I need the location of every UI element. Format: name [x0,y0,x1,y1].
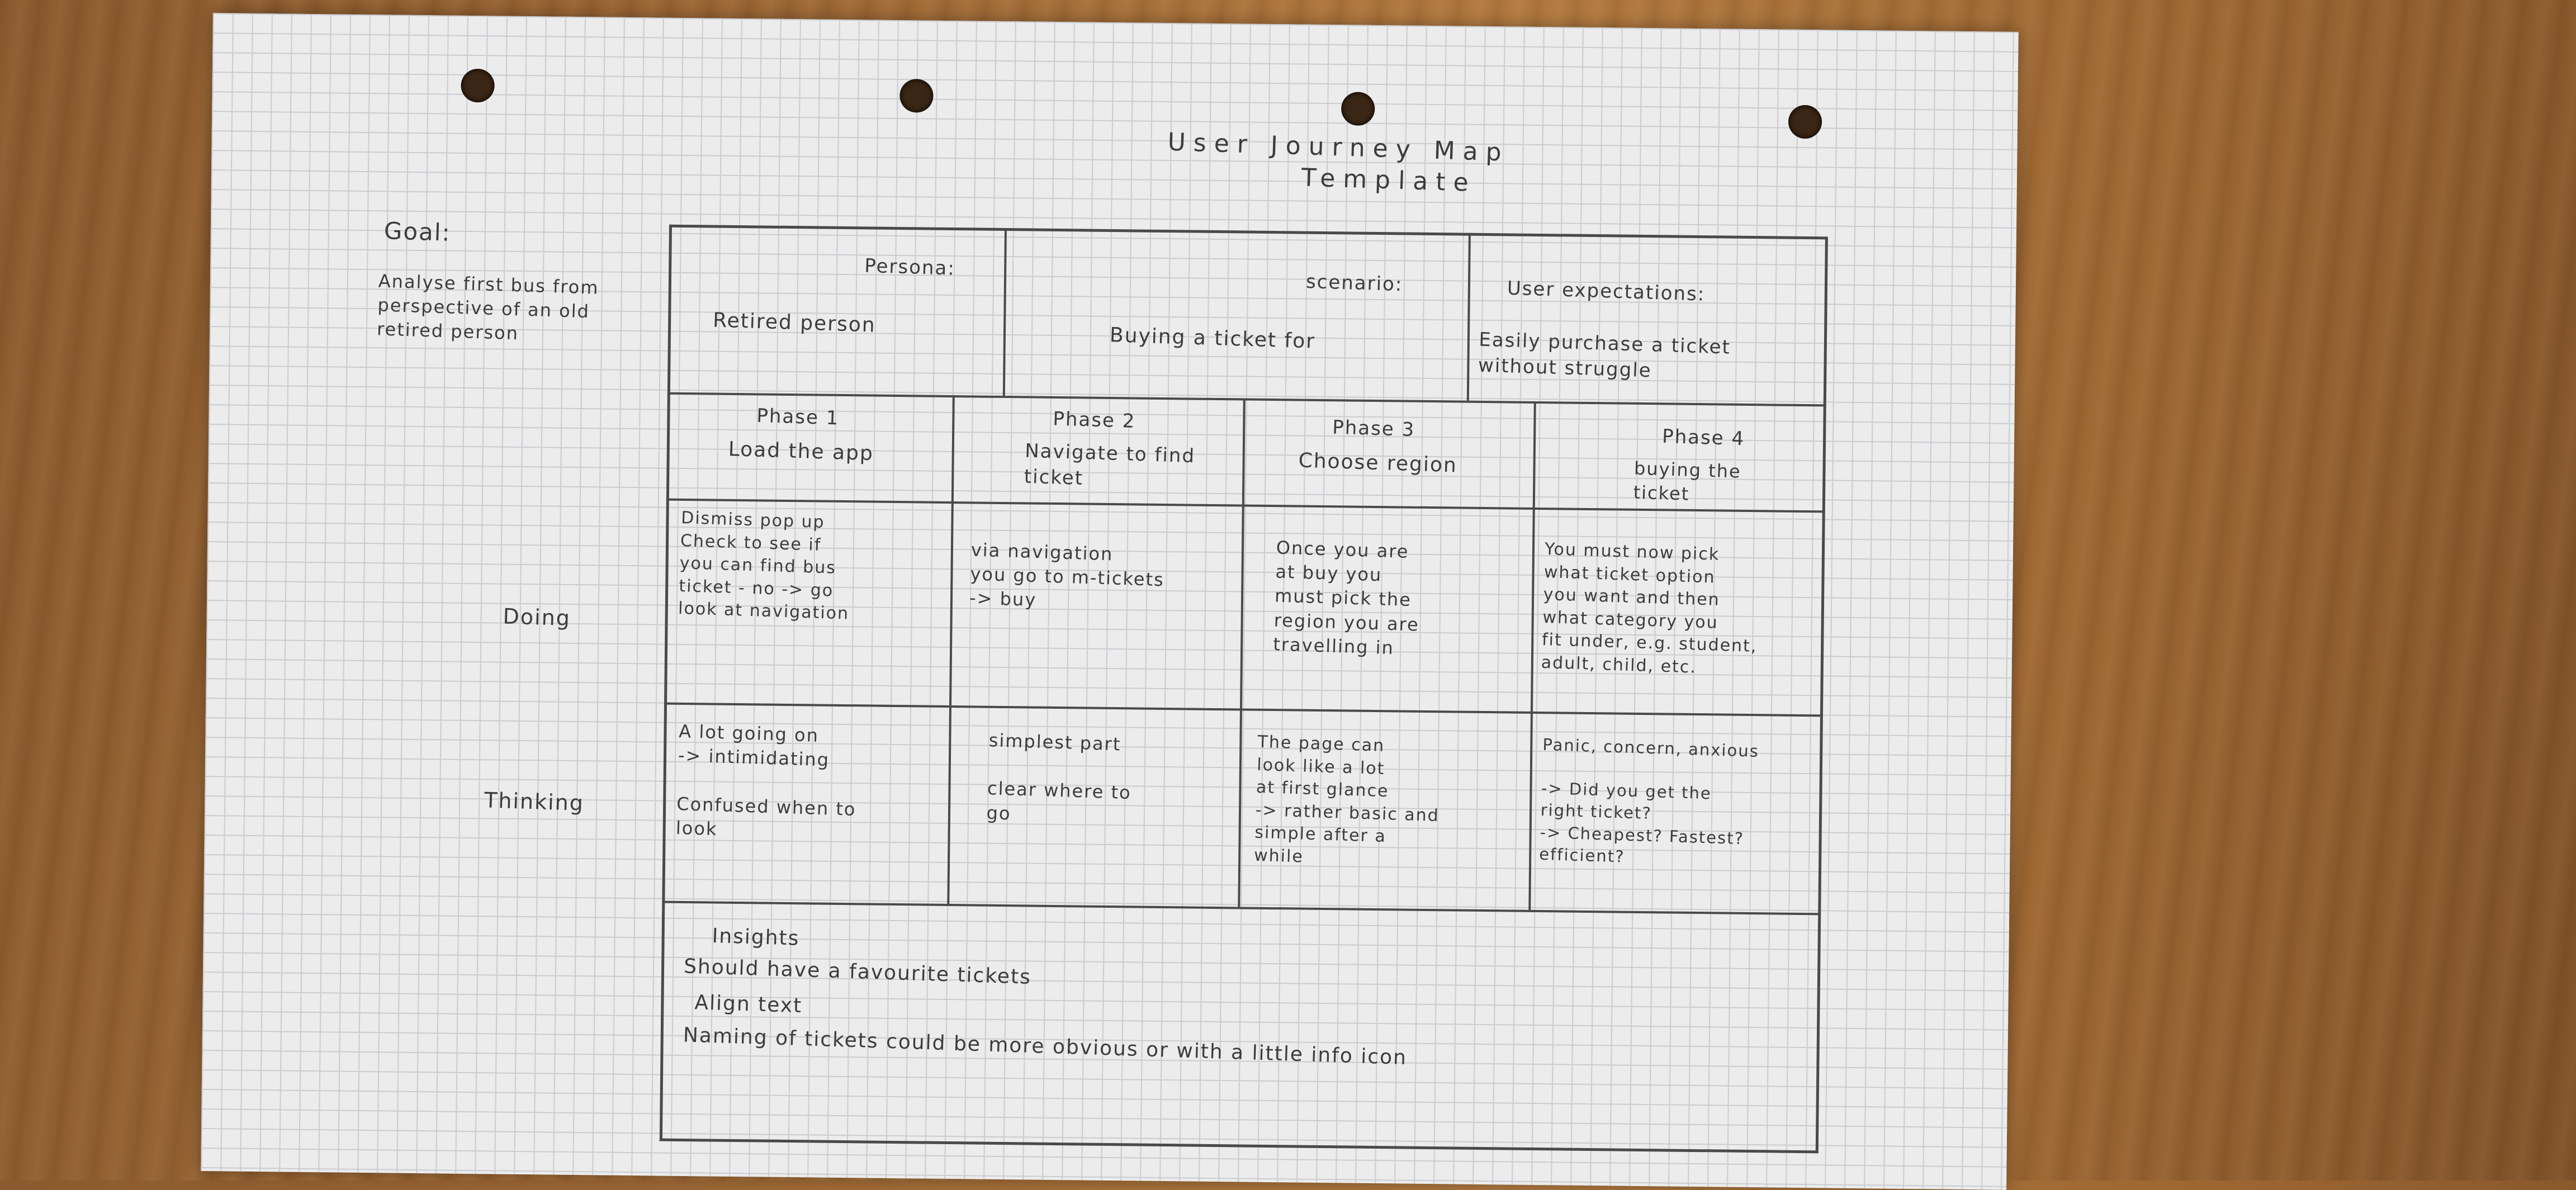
phase-1-name: Load the app [728,438,874,466]
doing-cell-phase-2: via navigation you go to m-tickets -> bu… [969,539,1165,611]
doing-cell-phase-1: Dismiss pop up Check to see if you can f… [678,508,850,624]
goal-label: Goal: [383,217,452,246]
phase-3-label: Phase 3 [1332,416,1415,442]
col-divider [1466,233,1471,401]
punch-hole [461,68,495,103]
row-divider [662,900,1821,916]
grid-paper-sheet: User Journey Map Template Goal: Analyse … [201,13,2019,1190]
thinking-row-label: Thinking [484,788,585,816]
row-divider [667,392,1826,407]
table-border-left [659,224,673,1141]
insights-line-3: Naming of tickets could be more obvious … [683,1023,1408,1070]
scenario-label: scenario: [1305,270,1403,296]
phase-2-name: Navigate to find ticket [1024,439,1203,490]
goal-text: Analyse first bus from perspective of an… [376,270,607,344]
doing-cell-phase-3: Once you are at buy you must pick the re… [1272,537,1420,658]
thinking-cell-phase-3: The page can look like a lot at first gl… [1253,732,1440,867]
thinking-cell-phase-2: simplest part clear where to go [986,729,1132,824]
thinking-cell-phase-4: Panic, concern, anxious -> Did you get t… [1538,734,1760,866]
phase-2-label: Phase 2 [1052,407,1136,433]
persona-value: Retired person [712,309,877,337]
col-divider [1238,398,1246,907]
expectations-label: User expectations: [1507,277,1706,306]
insights-label: Insights [712,924,801,950]
table-border-bottom [659,1138,1819,1154]
phase-3-name: Choose region [1298,449,1458,477]
row-divider [664,702,1823,717]
insights-line-2: Align text [694,991,803,1018]
page-subtitle: Template [1301,163,1477,198]
phase-4-name: buying the ticket [1633,457,1749,505]
punch-hole [1341,92,1375,126]
col-divider [947,395,955,904]
col-divider [1002,227,1007,396]
phase-1-label: Phase 1 [756,404,840,430]
phase-4-label: Phase 4 [1661,425,1745,451]
expectations-value: Easily purchase a ticket without struggl… [1478,328,1739,382]
insights-line-1: Should have a favourite tickets [683,955,1032,989]
doing-cell-phase-4: You must now pick what ticket option you… [1541,539,1758,677]
thinking-cell-phase-1: A lot going on -> intimidating Confused … [675,720,857,840]
table-border-top [669,224,1826,240]
punch-hole [1788,105,1822,139]
persona-label: Persona: [864,254,956,280]
punch-hole [899,79,934,113]
doing-row-label: Doing [503,604,571,631]
col-divider [1528,401,1536,910]
table-border-right [1815,236,1828,1154]
scenario-value: Buying a ticket for [1109,324,1316,353]
